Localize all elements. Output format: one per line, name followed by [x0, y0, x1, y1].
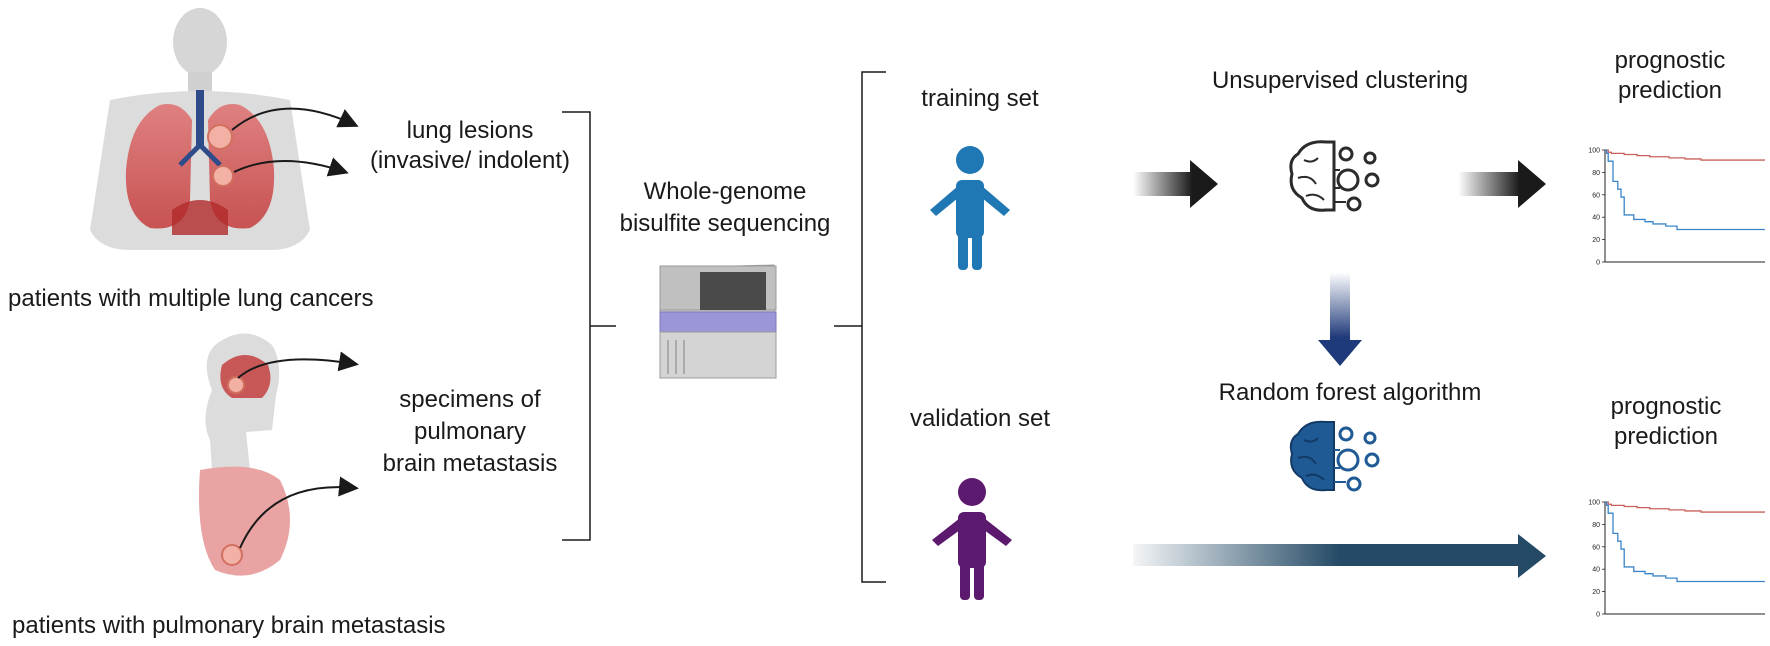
brain-gears-icon — [1289, 420, 1380, 492]
y-tick-label: 100 — [1588, 148, 1600, 155]
y-tick-label: 0 — [1596, 260, 1600, 267]
label-training-set: training set — [921, 85, 1039, 112]
label-prognostic-bottom-line2: prediction — [1613, 423, 1719, 450]
label-unsupervised-clustering: Unsupervised clustering — [1211, 67, 1469, 94]
label-random-forest: Random forest algorithm — [1218, 379, 1482, 406]
y-tick-label: 60 — [1592, 192, 1600, 199]
y-tick-label: 20 — [1592, 589, 1600, 596]
label-prognostic-top: prognostic prediction — [1570, 46, 1770, 106]
label-specimens-line2: pulmonary — [413, 418, 527, 445]
clustering-to-prediction-arrow — [1458, 160, 1546, 208]
lung-meta-arrow — [239, 476, 359, 549]
y-tick-label: 80 — [1592, 522, 1600, 529]
person-icon — [930, 146, 1010, 270]
label-wgbs-line2: bisulfite sequencing — [619, 210, 831, 237]
lung-lesion-arrow-1 — [231, 107, 359, 131]
label-validation-set: validation set — [909, 405, 1051, 432]
left-bracket — [562, 111, 616, 541]
label-patients-brain: patients with pulmonary brain metastasis — [12, 612, 446, 639]
survival-chart-bottom: 100 80 60 40 20 0 — [1588, 500, 1765, 619]
human-torso-icon — [90, 8, 310, 250]
label-wgbs: Whole-genome bisulfite sequencing — [600, 176, 850, 240]
label-specimens: specimens of pulmonary brain metastasis — [370, 384, 570, 480]
human-head-icon — [199, 333, 290, 576]
person-icon — [932, 478, 1012, 600]
survival-curve-0 — [1605, 501, 1765, 513]
label-specimens-line3: brain metastasis — [382, 450, 558, 477]
validation-to-prediction-arrow — [1133, 534, 1546, 578]
survival-curve-1 — [1605, 501, 1765, 583]
label-patients-lung: patients with multiple lung cancers — [8, 285, 374, 312]
label-prognostic-top-line1: prognostic — [1614, 47, 1726, 74]
survival-curve-1 — [1605, 149, 1765, 231]
label-prognostic-top-line2: prediction — [1617, 77, 1723, 104]
label-prognostic-bottom-line1: prognostic — [1610, 393, 1722, 420]
y-tick-label: 0 — [1596, 612, 1600, 619]
y-tick-label: 20 — [1592, 237, 1600, 244]
survival-curve-0 — [1605, 149, 1765, 161]
clustering-to-forest-arrow — [1318, 272, 1362, 366]
lung-lesion-arrow-2 — [233, 157, 349, 177]
right-bracket — [834, 71, 886, 583]
brain-arrow — [237, 351, 359, 379]
label-lung-lesions: lung lesions (invasive/ indolent) — [360, 116, 580, 176]
y-tick-label: 60 — [1592, 544, 1600, 551]
label-prognostic-bottom: prognostic prediction — [1566, 392, 1766, 452]
y-tick-label: 40 — [1592, 215, 1600, 222]
label-lung-lesions-line1: lung lesions — [406, 117, 534, 144]
y-tick-label: 40 — [1592, 567, 1600, 574]
brain-gears-icon — [1289, 140, 1380, 212]
sequencer-icon — [659, 264, 777, 379]
y-tick-label: 100 — [1588, 500, 1600, 507]
training-to-clustering-arrow — [1133, 160, 1218, 208]
label-wgbs-line1: Whole-genome — [643, 178, 807, 205]
survival-chart-top: 100 80 60 40 20 0 — [1588, 148, 1765, 267]
label-specimens-line1: specimens of — [399, 386, 541, 413]
y-tick-label: 80 — [1592, 170, 1600, 177]
label-lung-lesions-line2: (invasive/ indolent) — [369, 147, 571, 174]
